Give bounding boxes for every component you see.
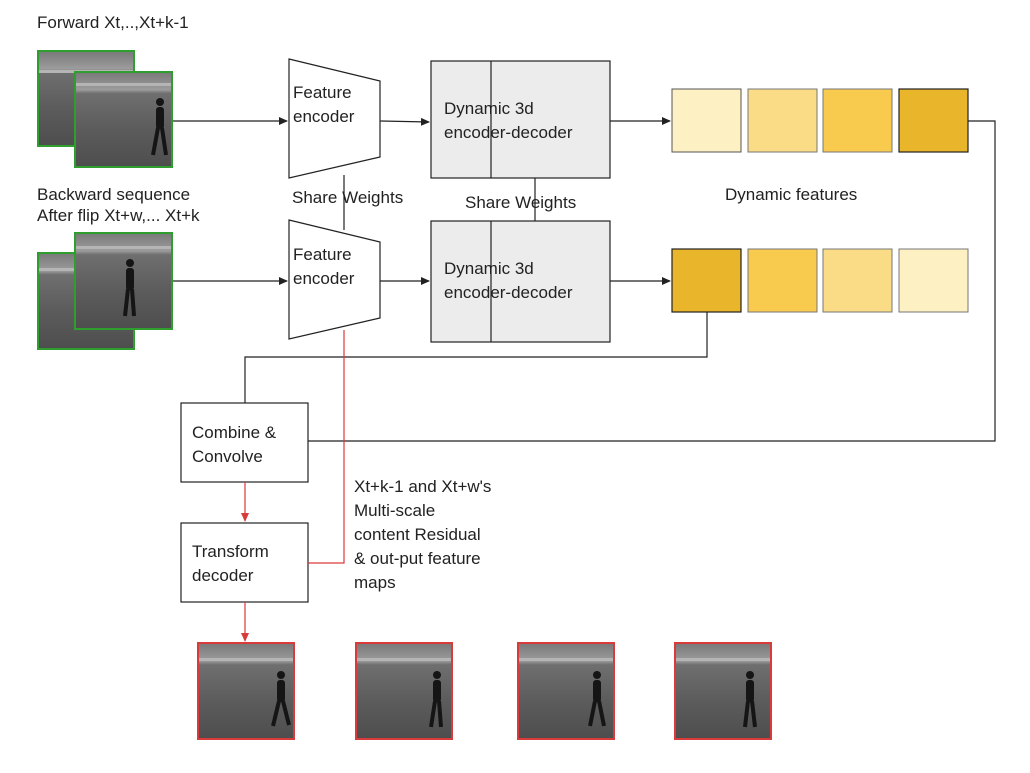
walker-figure-icon: [151, 98, 168, 156]
forward-sequence-label: Forward Xt,..,Xt+k-1: [37, 13, 189, 32]
output-frame-1: [197, 642, 295, 740]
feature-square-top-1: [671, 88, 742, 153]
residual-note-label: Xt+k-1 and Xt+w's Multi-scale content Re…: [354, 477, 492, 592]
dynamic-bottom-label: Dynamic 3d encoder-decoder: [444, 259, 573, 302]
output-frame-3: [517, 642, 615, 740]
share-weights-dynamic-label: Share Weights: [465, 193, 577, 212]
output-frame-4: [674, 642, 772, 740]
combine-label: Combine & Convolve: [192, 423, 277, 466]
output-frame-2: [355, 642, 453, 740]
forward-frame-front: [74, 71, 173, 168]
feature-square-top-3: [822, 88, 893, 153]
feature-square-bottom-1: [671, 248, 742, 313]
share-weights-encoder-label: Share Weights: [292, 188, 404, 207]
arrow-encoder-to-dynamic-top: [379, 117, 430, 126]
dynamic-features-label: Dynamic features: [725, 185, 858, 204]
backward-frame-front: [74, 232, 173, 330]
feature-encoder-bottom-label: Feature encoder: [293, 245, 355, 288]
transform-box: [180, 522, 309, 603]
walker-figure-icon: [271, 671, 291, 727]
feature-square-top-2: [747, 88, 818, 153]
dynamic-top-label: Dynamic 3d encoder-decoder: [444, 99, 573, 142]
feature-encoder-top-label: Feature encoder: [293, 83, 355, 126]
feature-square-bottom-4: [898, 248, 969, 313]
walker-figure-icon: [743, 671, 757, 728]
transform-label: Transform decoder: [192, 542, 269, 585]
dynamic-bottom-box: [430, 220, 611, 343]
walker-figure-icon: [429, 671, 443, 728]
walker-figure-icon: [123, 259, 136, 317]
backward-sequence-label: Backward sequence After flip Xt+w,... Xt…: [37, 185, 200, 225]
feature-square-bottom-2: [747, 248, 818, 313]
dynamic-top-box: [430, 60, 611, 179]
feature-encoder-bottom-shape: [288, 219, 381, 340]
feature-encoder-top-shape: [288, 58, 381, 179]
top-features-to-combine: [308, 120, 996, 442]
bottom-features-to-combine: [244, 312, 708, 403]
combine-box: [180, 402, 309, 483]
feature-square-top-4: [898, 88, 969, 153]
residual-skip-line: [308, 330, 345, 564]
walker-figure-icon: [588, 671, 606, 727]
feature-square-bottom-3: [822, 248, 893, 313]
